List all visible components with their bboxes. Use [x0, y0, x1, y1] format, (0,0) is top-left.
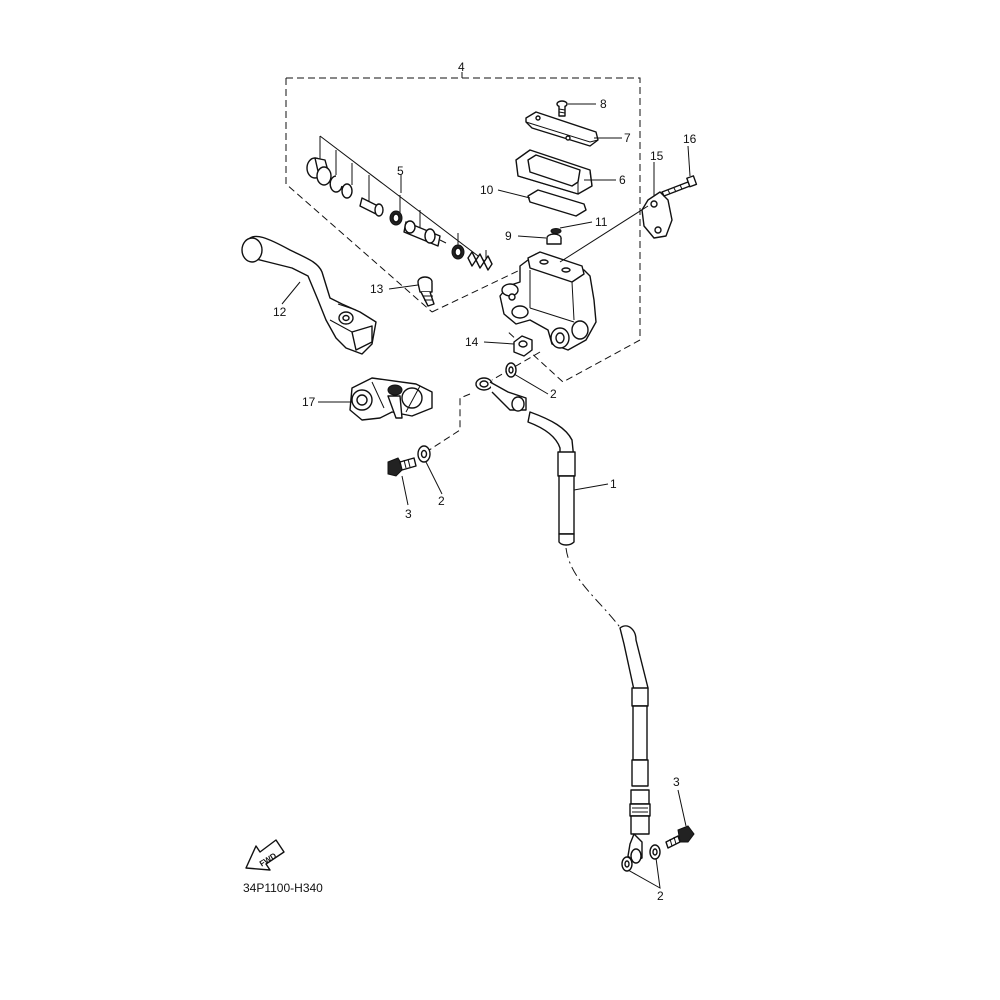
- callout-3-lower: 3: [673, 775, 680, 789]
- callout-10: 10: [480, 183, 494, 197]
- reservoir-diaphragm: [515, 149, 593, 195]
- callout-2-upper: 2: [550, 387, 557, 401]
- left-washer: [417, 445, 431, 463]
- callout-3-left: 3: [405, 507, 412, 521]
- drawing-code: 34P1100-H340: [243, 881, 323, 895]
- callout-12: 12: [273, 305, 287, 319]
- fwd-arrow-icon: FWD: [245, 839, 285, 871]
- leader-lines: [281, 103, 691, 889]
- callout-13: 13: [370, 282, 384, 296]
- pivot-nut: [513, 335, 533, 357]
- callout-8: 8: [600, 97, 607, 111]
- callout-15: 15: [650, 149, 664, 163]
- reservoir-float: [546, 228, 562, 245]
- callout-11: 11: [595, 215, 608, 229]
- reservoir-cap: [525, 111, 599, 147]
- callout-17: 17: [302, 395, 316, 409]
- bracket-bolt: [661, 175, 698, 197]
- brake-hose: [527, 411, 651, 864]
- piston-kit: [306, 135, 493, 271]
- reservoir-screw: [556, 100, 568, 117]
- callout-9: 9: [505, 229, 512, 243]
- callout-1: 1: [610, 477, 617, 491]
- assembly-group-outline: [285, 72, 641, 383]
- callout-2-lower: 2: [657, 889, 664, 903]
- upper-washer: [505, 362, 517, 378]
- callout-2-left: 2: [438, 494, 445, 508]
- left-union-bolt: [387, 457, 417, 477]
- bracket-cover: [559, 191, 673, 263]
- brake-lever: [241, 235, 377, 355]
- lever-holder: [349, 377, 433, 421]
- callout-4: 4: [458, 60, 465, 74]
- callout-7: 7: [624, 131, 631, 145]
- lower-washers: [621, 844, 661, 872]
- callout-5: 5: [397, 164, 404, 178]
- callout-6: 6: [619, 173, 626, 187]
- callout-16: 16: [683, 132, 697, 146]
- callout-labels: 4 8 7 15 16 5 6 10 11 9 13 12 14 2 17 1 …: [273, 60, 697, 903]
- upper-banjo-fitting: [419, 351, 541, 457]
- diaphragm-plate: [527, 189, 587, 217]
- lever-pivot-bolt: [417, 269, 521, 313]
- callout-14: 14: [465, 335, 479, 349]
- lower-union-bolt: [665, 825, 695, 849]
- master-cylinder-body: [499, 251, 597, 351]
